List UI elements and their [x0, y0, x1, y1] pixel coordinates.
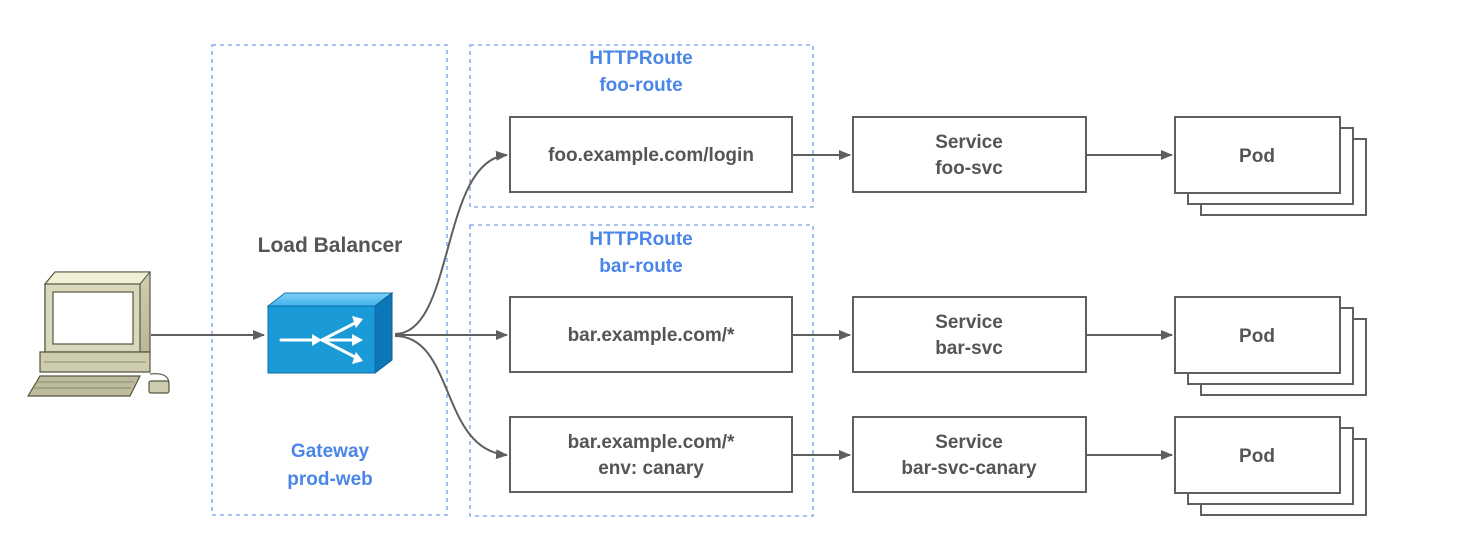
rule-box-foo-login	[509, 116, 793, 193]
gateway-kind: Gateway	[291, 441, 370, 462]
load-balancer-title: Load Balancer	[258, 234, 403, 257]
foo-route-frame	[469, 44, 814, 208]
rule-bar-canary-line1: bar.example.com/*	[568, 432, 735, 453]
rule-bar-text: bar.example.com/*	[568, 325, 735, 346]
bar-route-frame	[469, 224, 814, 517]
pod-stack-foo: Pod	[1174, 116, 1367, 216]
foo-route-name: foo-route	[599, 75, 682, 96]
pod-bar-label: Pod	[1239, 326, 1275, 347]
service-bar-name: bar-svc	[935, 338, 1003, 359]
foo-route-kind: HTTPRoute	[589, 48, 692, 69]
pod-foo-label: Pod	[1239, 146, 1275, 167]
arrow-lb-to-canary-rule	[394, 335, 508, 460]
service-box-bar-canary	[852, 416, 1087, 493]
pod-stack-bar-canary: Pod	[1174, 416, 1367, 516]
service-bar-canary-name: bar-svc-canary	[901, 458, 1037, 479]
service-box-foo	[852, 116, 1087, 193]
pod-stack-bar: Pod	[1174, 296, 1367, 396]
rule-box-bar-canary	[509, 416, 793, 493]
rule-foo-login-text: foo.example.com/login	[548, 145, 754, 166]
pod-bar-canary-label: Pod	[1239, 446, 1275, 467]
gateway-name: prod-web	[287, 469, 373, 490]
service-foo-kind: Service	[935, 132, 1003, 153]
service-foo-name: foo-svc	[935, 158, 1003, 179]
load-balancer-icon	[266, 291, 394, 375]
bar-route-name: bar-route	[599, 256, 682, 277]
service-bar-canary-kind: Service	[935, 432, 1003, 453]
arrow-lb-to-foo-rule	[394, 150, 508, 335]
bar-route-kind: HTTPRoute	[589, 229, 692, 250]
rule-bar-canary-line2: env: canary	[598, 458, 704, 479]
desktop-computer-icon	[26, 271, 170, 397]
service-bar-kind: Service	[935, 312, 1003, 333]
rule-box-bar	[509, 296, 793, 373]
service-box-bar	[852, 296, 1087, 373]
